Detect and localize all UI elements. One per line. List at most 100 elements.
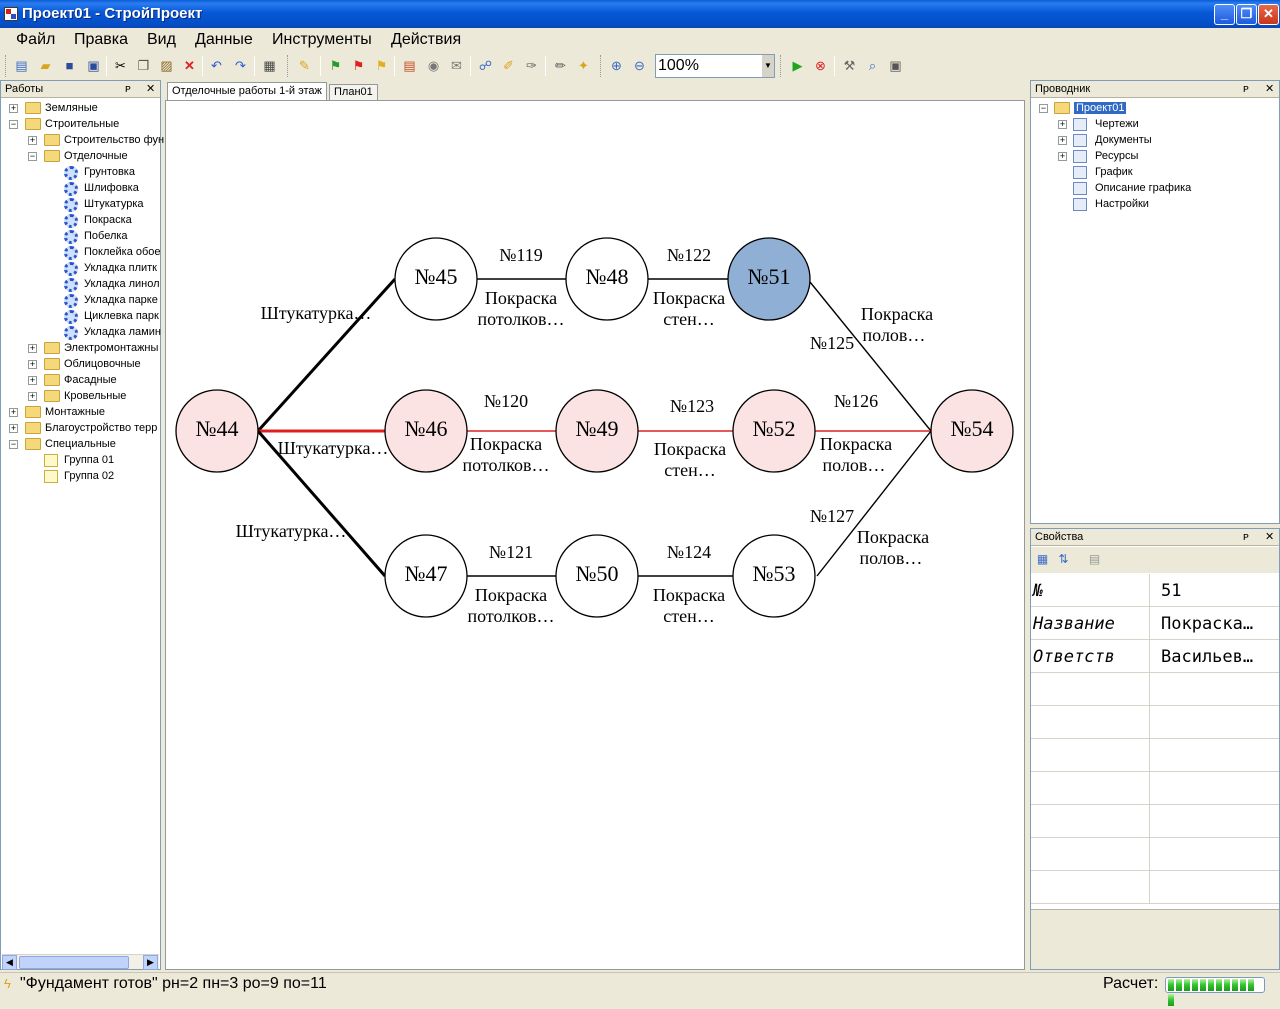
explorer-item[interactable]: Настройки bbox=[1031, 197, 1279, 213]
minimize-button[interactable]: _ bbox=[1214, 4, 1235, 25]
menu-edit[interactable]: Правка bbox=[74, 31, 129, 48]
property-divider[interactable] bbox=[1149, 805, 1150, 838]
pin-icon[interactable]: ᴘ bbox=[1243, 531, 1249, 543]
work-arrow[interactable] bbox=[809, 281, 932, 432]
menu-data[interactable]: Данные bbox=[195, 31, 253, 48]
tree-item[interactable]: +Монтажные bbox=[1, 405, 160, 421]
mail-icon[interactable]: ✉ bbox=[451, 58, 462, 73]
stop-icon[interactable]: ⊗ bbox=[815, 58, 826, 73]
work-arrow[interactable] bbox=[256, 277, 397, 433]
tree-item[interactable]: +Кровельные bbox=[1, 389, 160, 405]
property-value[interactable]: Покраска… bbox=[1161, 614, 1254, 634]
tree-item[interactable]: Грунтовка bbox=[1, 165, 160, 181]
pin-icon[interactable]: ᴘ bbox=[125, 83, 131, 95]
property-row[interactable] bbox=[1031, 739, 1279, 772]
expand-icon[interactable]: + bbox=[9, 407, 18, 417]
toolbar-grip[interactable] bbox=[780, 55, 783, 77]
event-node[interactable] bbox=[930, 389, 1014, 473]
toolbar-grip[interactable] bbox=[600, 55, 603, 77]
event-node[interactable] bbox=[394, 237, 478, 321]
expand-icon[interactable]: + bbox=[28, 135, 37, 145]
sort-alpha-icon[interactable]: ⇅ bbox=[1058, 552, 1069, 566]
explorer-item[interactable]: Описание графика bbox=[1031, 181, 1279, 197]
flag-red-icon[interactable]: ⚑ bbox=[352, 58, 365, 73]
paste-icon[interactable]: ▨ bbox=[160, 58, 173, 73]
property-divider[interactable] bbox=[1149, 673, 1150, 706]
property-divider[interactable] bbox=[1149, 607, 1150, 640]
tree-item[interactable]: −Специальные bbox=[1, 437, 160, 453]
open-icon[interactable]: ▰ bbox=[40, 58, 51, 73]
expand-icon[interactable]: + bbox=[28, 375, 37, 385]
property-divider[interactable] bbox=[1149, 871, 1150, 904]
flag-green-icon[interactable]: ⚑ bbox=[329, 58, 342, 73]
flag-yellow-icon[interactable]: ⚑ bbox=[375, 58, 388, 73]
event-node[interactable] bbox=[384, 389, 468, 473]
event-node[interactable] bbox=[732, 534, 816, 618]
tree-item[interactable]: +Земляные bbox=[1, 101, 160, 117]
tree-item[interactable]: Шлифовка bbox=[1, 181, 160, 197]
property-row[interactable] bbox=[1031, 805, 1279, 838]
event-node[interactable] bbox=[555, 534, 639, 618]
event-node[interactable] bbox=[555, 389, 639, 473]
collapse-icon[interactable]: − bbox=[1039, 103, 1048, 113]
tools-icon[interactable]: ⚒ bbox=[843, 58, 856, 73]
property-row[interactable] bbox=[1031, 772, 1279, 805]
menu-tools[interactable]: Инструменты bbox=[272, 31, 372, 48]
zoom-in-icon[interactable]: ⊕ bbox=[611, 58, 622, 73]
pin-icon[interactable]: ᴘ bbox=[1243, 83, 1249, 95]
tree-item[interactable]: Циклевка парк bbox=[1, 309, 160, 325]
horizontal-scrollbar[interactable]: ◀ ▶ bbox=[2, 954, 159, 970]
toolbar-grip[interactable] bbox=[5, 55, 8, 77]
event-node[interactable] bbox=[565, 237, 649, 321]
toolbar-grip[interactable] bbox=[287, 55, 290, 77]
event-node[interactable] bbox=[727, 237, 811, 321]
copy-icon[interactable]: ❐ bbox=[137, 58, 150, 73]
tree-item[interactable]: Укладка плитк bbox=[1, 261, 160, 277]
table-icon[interactable]: ▤ bbox=[403, 58, 416, 73]
close-panel-icon[interactable]: ✕ bbox=[1265, 531, 1275, 543]
run-icon[interactable]: ▶ bbox=[792, 58, 803, 73]
delete-icon[interactable]: ✕ bbox=[184, 58, 195, 73]
redo-icon[interactable]: ↷ bbox=[235, 58, 246, 73]
tree-item[interactable]: +Строительство фун bbox=[1, 133, 164, 149]
categorized-icon[interactable]: ▦ bbox=[1036, 552, 1049, 566]
save-icon[interactable]: ■ bbox=[65, 58, 74, 73]
tree-item[interactable]: +Фасадные bbox=[1, 373, 160, 389]
tree-item[interactable]: +Благоустройство терр bbox=[1, 421, 160, 437]
print-icon[interactable]: ▦ bbox=[263, 58, 276, 73]
work-arrow[interactable] bbox=[816, 430, 932, 577]
explorer-item[interactable]: +Чертежи bbox=[1031, 117, 1279, 133]
tree-item[interactable]: Побелка bbox=[1, 229, 160, 245]
event-node[interactable] bbox=[732, 389, 816, 473]
property-divider[interactable] bbox=[1149, 838, 1150, 871]
find-icon[interactable]: ⌕ bbox=[868, 58, 877, 73]
explorer-item[interactable]: −Проект01 bbox=[1031, 101, 1279, 117]
properties-icon[interactable]: ▣ bbox=[889, 58, 902, 73]
tree-item[interactable]: Штукатурка bbox=[1, 197, 160, 213]
zoom-select[interactable]: 100% ▼ bbox=[655, 54, 775, 78]
property-pages-icon[interactable]: ▤ bbox=[1088, 552, 1101, 566]
network-icon[interactable]: ☍ bbox=[478, 58, 493, 73]
expand-icon[interactable]: + bbox=[28, 391, 37, 401]
property-value[interactable]: 51 bbox=[1161, 581, 1182, 601]
collapse-icon[interactable]: − bbox=[9, 439, 18, 449]
save-all-icon[interactable]: ▣ bbox=[87, 58, 100, 73]
scroll-right-icon[interactable]: ▶ bbox=[143, 955, 158, 970]
tree-item[interactable]: −Отделочные bbox=[1, 149, 160, 165]
tree-item[interactable]: Группа 01 bbox=[1, 453, 160, 469]
new-icon[interactable]: ▤ bbox=[15, 58, 28, 73]
tree-item[interactable]: Группа 02 bbox=[1, 469, 160, 485]
tree-item[interactable]: −Строительные bbox=[1, 117, 160, 133]
expand-icon[interactable]: + bbox=[1058, 119, 1067, 129]
expand-icon[interactable]: + bbox=[9, 423, 18, 433]
tab-finishing-works[interactable]: Отделочные работы 1-й этаж bbox=[167, 82, 327, 100]
brush-icon[interactable]: ✐ bbox=[503, 58, 514, 73]
explorer-item[interactable]: +Ресурсы bbox=[1031, 149, 1279, 165]
tree-item[interactable]: Укладка ламин bbox=[1, 325, 161, 341]
pen-icon[interactable]: ✑ bbox=[526, 58, 537, 73]
property-row[interactable] bbox=[1031, 838, 1279, 871]
wand-icon[interactable]: ✦ bbox=[578, 58, 589, 73]
explorer-item[interactable]: +Документы bbox=[1031, 133, 1279, 149]
